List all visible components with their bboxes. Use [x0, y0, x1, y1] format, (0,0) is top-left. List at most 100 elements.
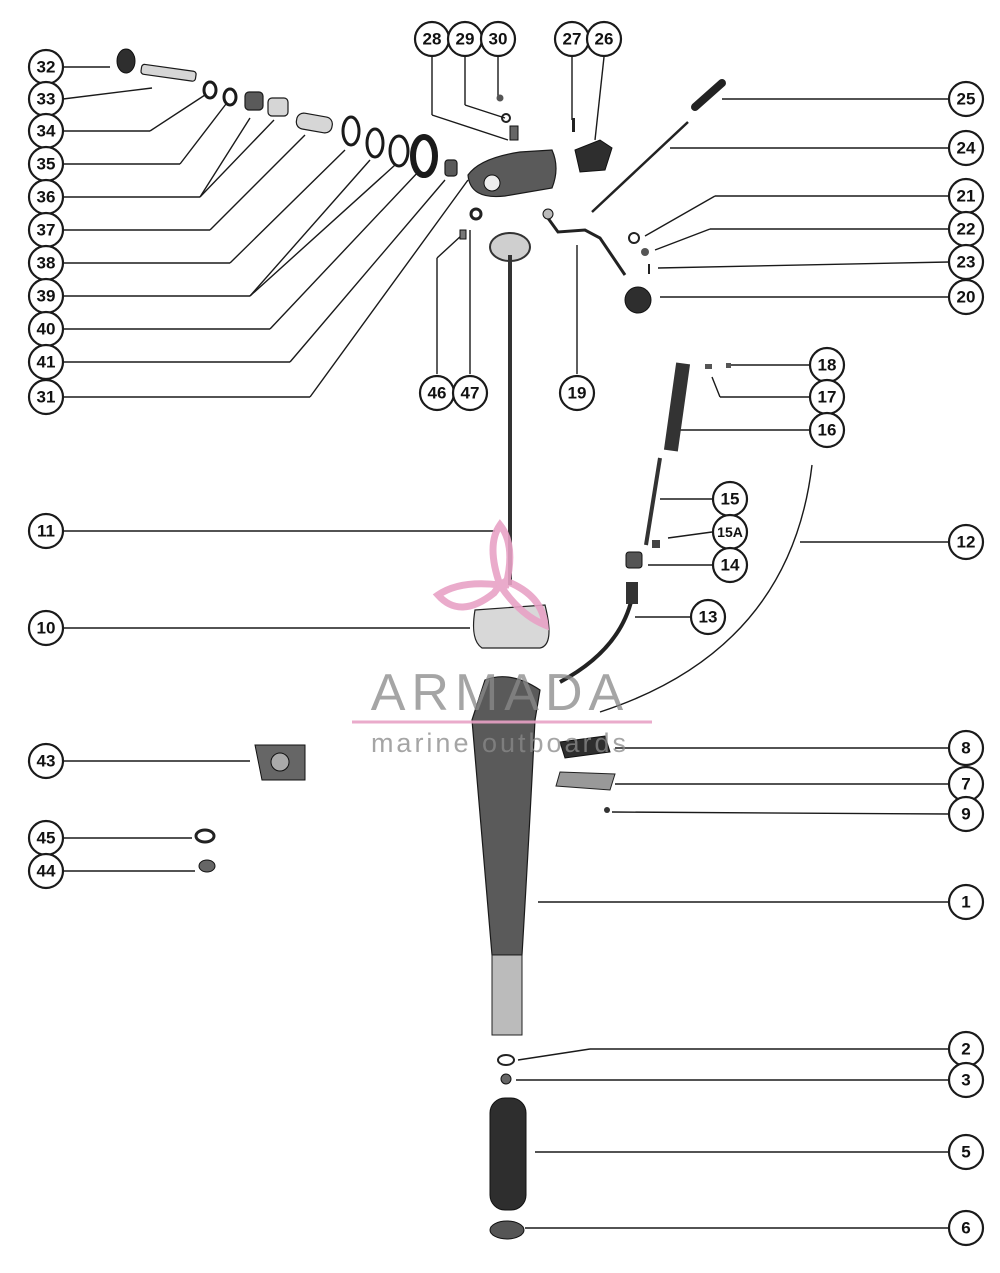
- callout-9[interactable]: 9: [947, 795, 985, 833]
- part-17-pin: [705, 364, 712, 369]
- callout-39[interactable]: 39: [27, 277, 65, 315]
- svg-text:5: 5: [961, 1143, 970, 1162]
- callout-30[interactable]: 30: [479, 20, 517, 58]
- callout-19[interactable]: 19: [558, 374, 596, 412]
- part-38-washer: [341, 115, 361, 147]
- part-22-nut: [641, 248, 649, 256]
- callout-27[interactable]: 27: [553, 20, 591, 58]
- callout-5[interactable]: 5: [947, 1133, 985, 1171]
- svg-text:46: 46: [428, 384, 447, 403]
- svg-text:31: 31: [37, 388, 56, 407]
- part-20-knob: [624, 286, 652, 314]
- part-8-plate: [559, 735, 611, 759]
- callout-21[interactable]: 21: [947, 177, 985, 215]
- callout-33[interactable]: 33: [27, 80, 65, 118]
- callout-22[interactable]: 22: [947, 210, 985, 248]
- watermark-brand: ARMADA: [371, 664, 629, 722]
- callout-43[interactable]: 43: [27, 742, 65, 780]
- part-25-knob: [691, 79, 726, 111]
- svg-text:2: 2: [961, 1040, 970, 1059]
- callout-16[interactable]: 16: [808, 411, 846, 449]
- callout-6[interactable]: 6: [947, 1209, 985, 1247]
- callout-15A[interactable]: 15A: [711, 513, 749, 551]
- svg-text:45: 45: [37, 829, 56, 848]
- part-27-screw: [572, 118, 575, 132]
- svg-text:24: 24: [957, 139, 976, 158]
- leader-lines: [62, 56, 950, 1229]
- svg-text:11: 11: [37, 522, 55, 541]
- watermark: ARMADA marine outboards: [352, 519, 652, 758]
- callout-29[interactable]: 29: [446, 20, 484, 58]
- svg-text:21: 21: [957, 187, 976, 206]
- callout-25[interactable]: 25: [947, 80, 985, 118]
- callout-23[interactable]: 23: [947, 243, 985, 281]
- part-43-hole: [270, 752, 290, 772]
- callout-41[interactable]: 41: [27, 343, 65, 381]
- callout-34[interactable]: 34: [27, 112, 65, 150]
- callout-46[interactable]: 46: [418, 374, 456, 412]
- svg-text:22: 22: [957, 220, 976, 239]
- svg-text:16: 16: [818, 421, 837, 440]
- part-3-nut: [500, 1073, 512, 1085]
- svg-text:41: 41: [37, 353, 56, 372]
- svg-text:30: 30: [489, 30, 508, 49]
- callout-47[interactable]: 47: [451, 374, 489, 412]
- part-21-washer: [628, 232, 640, 244]
- part-46-screw: [459, 229, 467, 240]
- callout-38[interactable]: 38: [27, 244, 65, 282]
- svg-text:7: 7: [961, 775, 970, 794]
- part-34-washer: [202, 80, 218, 100]
- svg-text:3: 3: [961, 1071, 970, 1090]
- part-45-washer: [194, 828, 216, 844]
- part-47-wingnut: [469, 207, 483, 221]
- callout-45[interactable]: 45: [27, 819, 65, 857]
- callout-24[interactable]: 24: [947, 129, 985, 167]
- part-18-pin: [726, 363, 731, 368]
- callout-26[interactable]: 26: [585, 20, 623, 58]
- svg-text:26: 26: [595, 30, 614, 49]
- callout-13[interactable]: 13: [689, 598, 727, 636]
- callout-18[interactable]: 18: [808, 346, 846, 384]
- svg-text:33: 33: [37, 90, 56, 109]
- callout-14[interactable]: 14: [711, 546, 749, 584]
- svg-text:34: 34: [37, 122, 56, 141]
- part-24-rod: [591, 121, 689, 213]
- svg-text:10: 10: [37, 619, 56, 638]
- part-41-nut: [444, 159, 458, 177]
- part-13-end: [626, 582, 638, 604]
- svg-text:37: 37: [37, 221, 56, 240]
- callout-2[interactable]: 2: [947, 1030, 985, 1068]
- part-15-rod: [644, 457, 662, 546]
- callout-36[interactable]: 36: [27, 178, 65, 216]
- callout-40[interactable]: 40: [27, 310, 65, 348]
- callout-31[interactable]: 31: [27, 378, 65, 416]
- callout-17[interactable]: 17: [808, 378, 846, 416]
- part-29-washer: [501, 113, 511, 123]
- svg-text:27: 27: [563, 30, 582, 49]
- part-40-ring: [410, 134, 438, 178]
- callout-8[interactable]: 8: [947, 729, 985, 767]
- callout-20[interactable]: 20: [947, 278, 985, 316]
- callout-15[interactable]: 15: [711, 480, 749, 518]
- part-19-linkage: [543, 213, 627, 276]
- callout-12[interactable]: 12: [947, 523, 985, 561]
- callout-10[interactable]: 10: [27, 609, 65, 647]
- callout-7[interactable]: 7: [947, 765, 985, 803]
- part-44-nut: [198, 859, 216, 873]
- svg-text:13: 13: [699, 608, 718, 627]
- part-30-nut: [496, 94, 504, 102]
- part-35-washer: [222, 87, 238, 107]
- callout-3[interactable]: 3: [947, 1061, 985, 1099]
- callout-32[interactable]: 32: [27, 48, 65, 86]
- callout-37[interactable]: 37: [27, 211, 65, 249]
- callout-1[interactable]: 1: [947, 883, 985, 921]
- callout-28[interactable]: 28: [413, 20, 451, 58]
- part-39-gasket-b: [388, 134, 410, 168]
- callout-44[interactable]: 44: [27, 852, 65, 890]
- part-10-bracket: [472, 604, 550, 649]
- part-39-gasket: [365, 127, 385, 159]
- part-1-shaft: [491, 954, 523, 1036]
- callout-11[interactable]: 11: [27, 512, 65, 550]
- callout-35[interactable]: 35: [27, 145, 65, 183]
- watermark-tagline: marine outboards: [371, 728, 629, 758]
